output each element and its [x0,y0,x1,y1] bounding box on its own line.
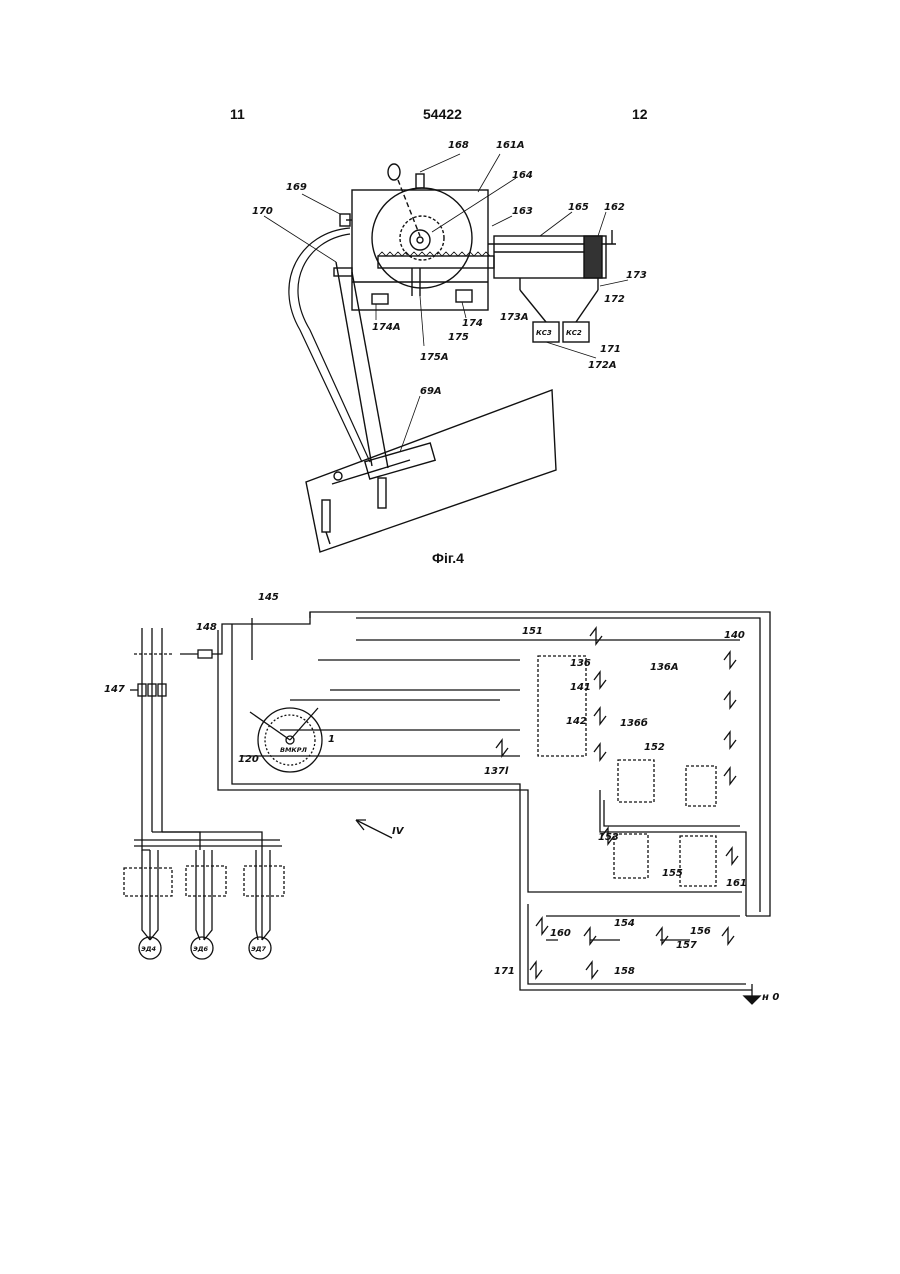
label-1: 1 [328,734,335,745]
label-145: 145 [258,592,279,603]
label-160: 160 [550,928,571,939]
label-ground: н 0 [762,992,779,1003]
label-140: 140 [724,630,745,641]
label-171-sch: 171 [494,966,515,977]
label-142: 142 [566,716,587,727]
label-136: 136 [570,658,591,669]
label-137l: 137l [484,766,509,777]
label-161: 161 [726,878,747,889]
label-156: 156 [690,926,711,937]
label-152: 152 [644,742,665,753]
label-151: 151 [522,626,543,637]
label-154: 154 [614,918,635,929]
label-157: 157 [676,940,697,951]
motor-label-3: ЭД7 [251,945,267,953]
label-136b: 136б [620,717,648,729]
motor-label-1: ЭД4 [141,945,157,953]
label-147: 147 [104,684,125,695]
label-155: 155 [662,868,683,879]
label-148: 148 [196,622,217,633]
label-136A: 136A [650,662,679,673]
label-158: 158 [614,966,635,977]
rotary-switch-label: ВМКРЛ [280,746,307,754]
motor-label-2: ЭД6 [193,945,209,953]
label-120: 120 [238,754,259,765]
label-153: 153 [598,832,619,843]
label-roman-IV: IV [392,826,405,837]
label-141: 141 [570,682,591,693]
